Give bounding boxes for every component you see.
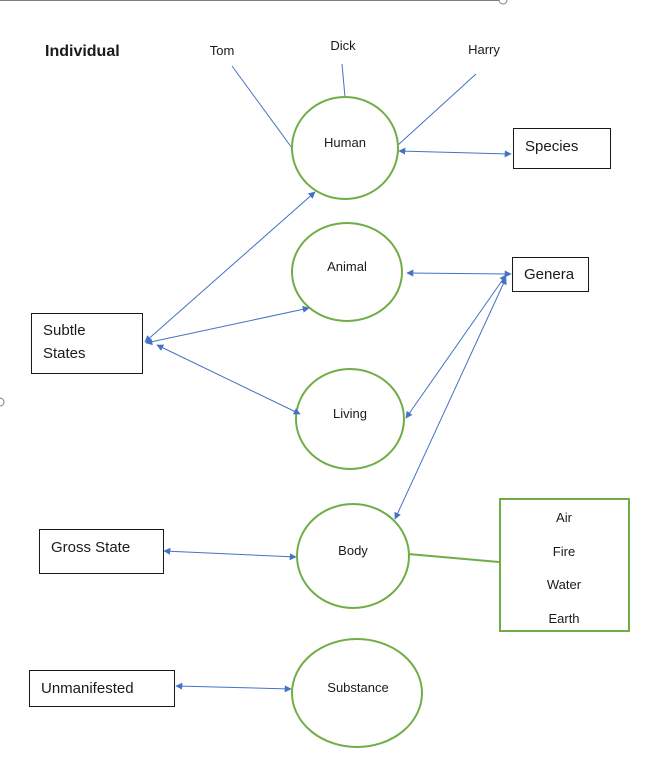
resize-handle-top[interactable] bbox=[498, 0, 508, 5]
line-dick-human bbox=[341, 63, 346, 98]
arrow-unmanifested-substance bbox=[175, 682, 292, 693]
gross-state-box[interactable]: Gross State bbox=[39, 529, 164, 574]
resize-handle-left[interactable] bbox=[0, 397, 5, 407]
circle-label-body: Body bbox=[338, 543, 368, 558]
arrow-body-genera bbox=[394, 277, 507, 520]
element-fire: Fire bbox=[552, 544, 576, 559]
element-earth: Earth bbox=[548, 611, 580, 626]
arrow-living-genera bbox=[405, 274, 507, 419]
line-harry-human bbox=[397, 73, 477, 146]
genera-box[interactable]: Genera bbox=[512, 257, 589, 292]
genera-label: Genera bbox=[524, 266, 575, 283]
elements-box[interactable]: Air Fire Water Earth bbox=[499, 498, 630, 632]
circle-label-living: Living bbox=[333, 406, 367, 421]
circle-body[interactable] bbox=[296, 503, 410, 609]
label-dick: Dick bbox=[330, 38, 356, 53]
gross-state-label: Gross State bbox=[51, 539, 131, 556]
circle-label-human: Human bbox=[324, 135, 366, 150]
arrow-subtle-living bbox=[156, 344, 301, 415]
element-air: Air bbox=[556, 510, 572, 525]
circle-substance[interactable] bbox=[291, 638, 423, 748]
label-tom: Tom bbox=[209, 43, 235, 58]
subtle-states-line1: Subtle bbox=[43, 322, 86, 339]
circle-label-animal: Animal bbox=[327, 259, 367, 274]
circle-human[interactable] bbox=[291, 96, 399, 200]
label-harry: Harry bbox=[468, 42, 500, 57]
unmanifested-label: Unmanifested bbox=[41, 680, 134, 697]
unmanifested-box[interactable]: Unmanifested bbox=[29, 670, 175, 707]
arrow-human-species bbox=[398, 147, 512, 158]
arrow-subtle-animal bbox=[145, 305, 310, 346]
species-box[interactable]: Species bbox=[513, 128, 611, 169]
species-label: Species bbox=[525, 138, 579, 155]
arrow-subtle-human bbox=[144, 191, 316, 343]
subtle-states-box[interactable]: Subtle States bbox=[31, 313, 143, 374]
circle-label-substance: Substance bbox=[327, 680, 389, 695]
element-water: Water bbox=[546, 577, 582, 592]
arrow-animal-genera bbox=[406, 269, 512, 278]
line-body-elements bbox=[407, 553, 500, 563]
line-tom-human bbox=[231, 65, 293, 149]
subtle-states-line2: States bbox=[43, 345, 86, 362]
arrow-gross-body bbox=[163, 547, 297, 561]
individual-heading: Individual bbox=[45, 43, 120, 60]
